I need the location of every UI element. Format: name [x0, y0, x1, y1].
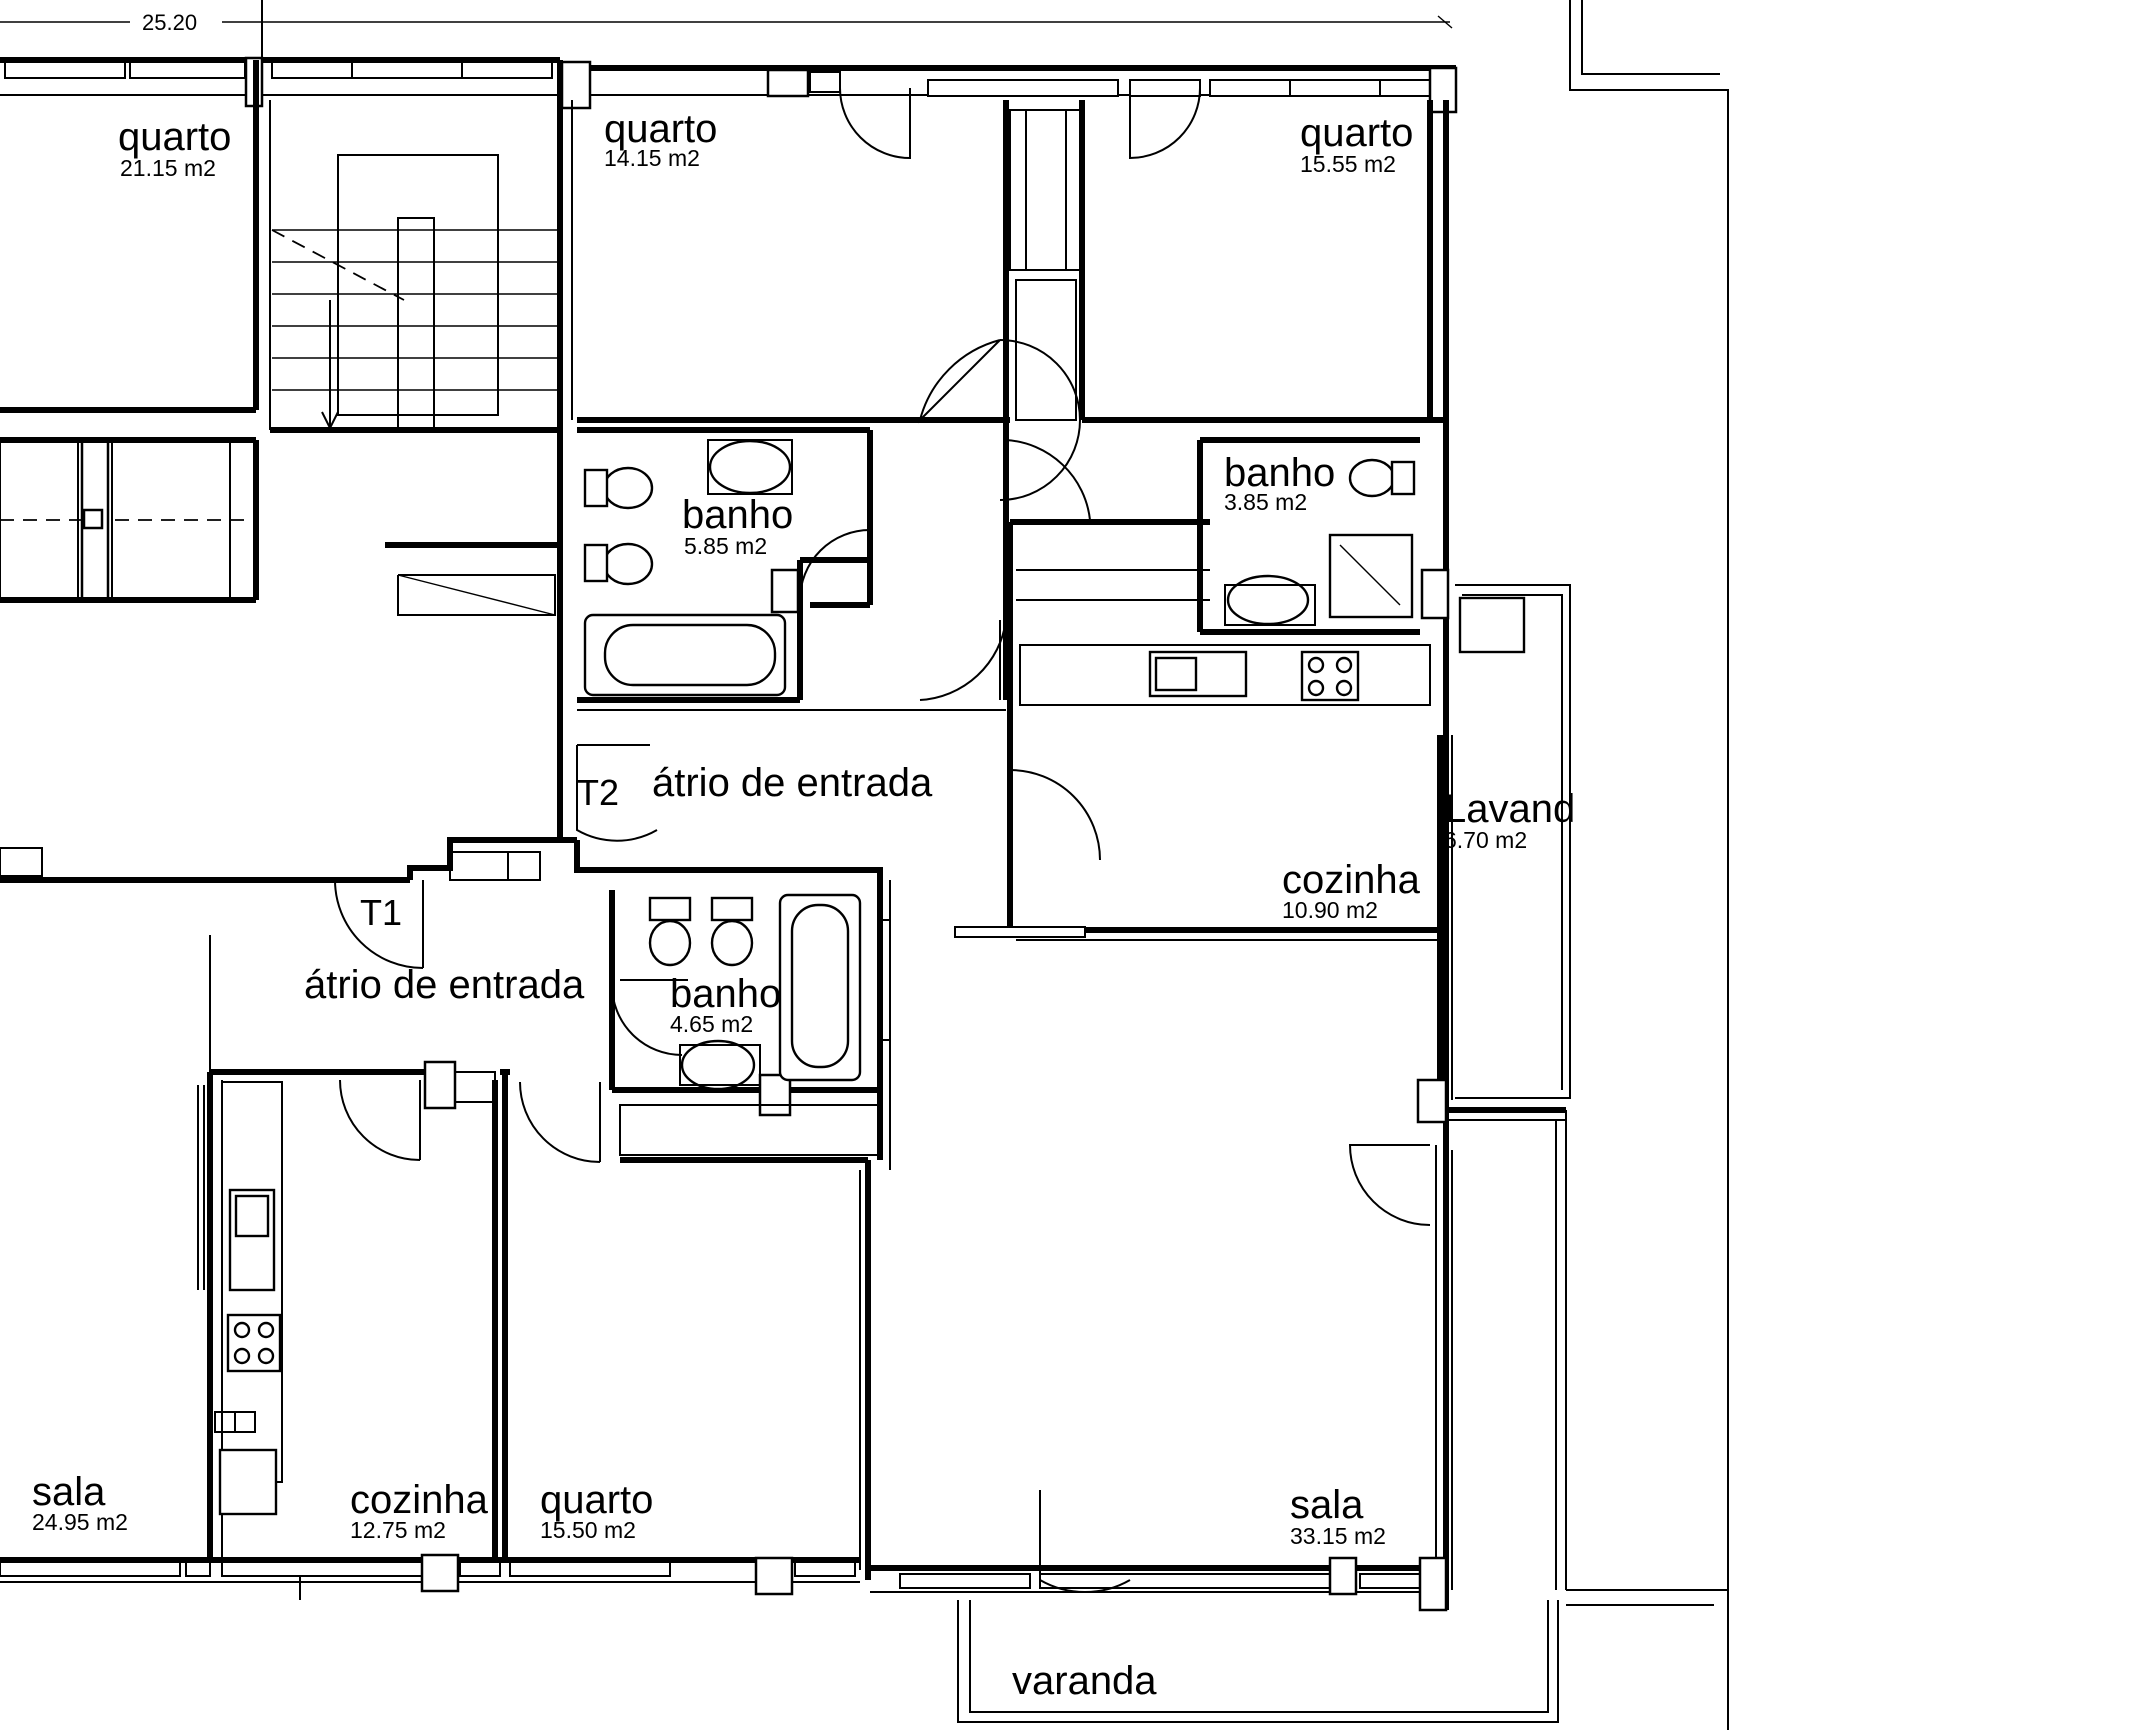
room-labels: quarto 21.15 m2 quarto 14.15 m2 quarto 1…: [32, 107, 1575, 1703]
window: [129, 61, 246, 79]
pillar: [758, 1073, 792, 1117]
top-facade: [0, 56, 1458, 114]
room-area-cozinha-a: 10.90 m2: [1282, 897, 1378, 923]
toilet-icon: [1348, 458, 1396, 498]
room-area-quarto-b: 14.15 m2: [604, 145, 700, 171]
pillar: [420, 1553, 460, 1593]
unit-tag-t2: T2: [577, 772, 619, 813]
room-area-banho-c: 4.65 m2: [670, 1011, 753, 1037]
room-name-cozinha-a: cozinha: [1282, 858, 1421, 902]
washer-icon: [1458, 596, 1526, 654]
bidet-icon: [710, 919, 754, 967]
pillar: [1328, 1556, 1358, 1596]
bidet-icon: [602, 542, 654, 586]
window: [1129, 79, 1201, 97]
pillar: [1428, 66, 1458, 114]
room-area-quarto-d: 15.50 m2: [540, 1517, 636, 1543]
room-name-atrio-t2: átrio de entrada: [652, 761, 933, 805]
window: [4, 61, 126, 79]
room-name-banho-b: banho: [1224, 451, 1335, 495]
t2-walls: [577, 100, 1571, 1610]
unit-tag-t1: T1: [360, 892, 402, 933]
room-area-quarto-a: 21.15 m2: [120, 155, 216, 181]
pillar: [560, 60, 592, 110]
pillar: [82, 508, 104, 530]
room-name-lavand: Lavand: [1444, 787, 1575, 831]
sink-icon: [1154, 656, 1198, 692]
window: [461, 61, 553, 79]
room-area-sala-b: 33.15 m2: [1290, 1523, 1386, 1549]
bathroom-fixtures-t1: [648, 893, 862, 1091]
fridge-icon: [218, 1448, 278, 1516]
dimension-line: 25.20: [0, 0, 1453, 60]
basin-icon: [708, 439, 792, 495]
room-name-banho-c: banho: [670, 972, 781, 1016]
toilet-icon: [648, 919, 692, 967]
window: [927, 79, 1119, 97]
room-area-cozinha-b: 12.75 m2: [350, 1517, 446, 1543]
room-area-banho-b: 3.85 m2: [1224, 489, 1307, 515]
room-name-banho-a: banho: [682, 493, 793, 537]
lift-shafts: [0, 437, 259, 603]
pillar: [754, 1556, 794, 1596]
doors-t1: [334, 879, 1431, 1594]
window: [271, 61, 353, 79]
room-name-quarto-b: quarto: [604, 107, 717, 151]
basin-icon: [1226, 574, 1310, 626]
dimension-label: 25.20: [142, 10, 197, 35]
window: [1209, 79, 1291, 97]
room-name-atrio-t1: átrio de entrada: [304, 963, 585, 1007]
pillar: [766, 68, 810, 98]
room-name-sala-b: sala: [1290, 1483, 1364, 1527]
room-name-sala-a: sala: [32, 1470, 106, 1514]
window: [809, 71, 841, 93]
room-area-banho-a: 5.85 m2: [684, 533, 767, 559]
room-name-quarto-d: quarto: [540, 1478, 653, 1522]
t1-walls: [0, 837, 1559, 1723]
room-area-quarto-c: 15.55 m2: [1300, 151, 1396, 177]
pillar: [423, 1060, 457, 1110]
window: [1289, 79, 1381, 97]
hob-icon: [226, 1313, 282, 1373]
room-name-varanda: varanda: [1012, 1659, 1157, 1703]
room-area-sala-a: 24.95 m2: [32, 1509, 128, 1535]
pillar: [1416, 1078, 1448, 1124]
room-name-quarto-c: quarto: [1300, 111, 1413, 155]
bathroom-fixtures-t2: [583, 439, 1416, 697]
pillar: [1418, 1556, 1448, 1612]
room-name-cozinha-b: cozinha: [350, 1478, 489, 1522]
pillar: [770, 568, 800, 614]
toilet-icon: [602, 466, 654, 510]
unit-tags: T1 T2: [360, 772, 619, 933]
window: [351, 61, 463, 79]
neighbour-outlines: [1566, 0, 1729, 1730]
pillar: [1420, 568, 1450, 620]
room-name-quarto-a: quarto: [118, 115, 231, 159]
basin-icon: [680, 1039, 756, 1091]
stair-core: [0, 60, 573, 840]
room-area-lavand: 6.70 m2: [1444, 827, 1527, 853]
doors-t2: [576, 87, 1201, 861]
